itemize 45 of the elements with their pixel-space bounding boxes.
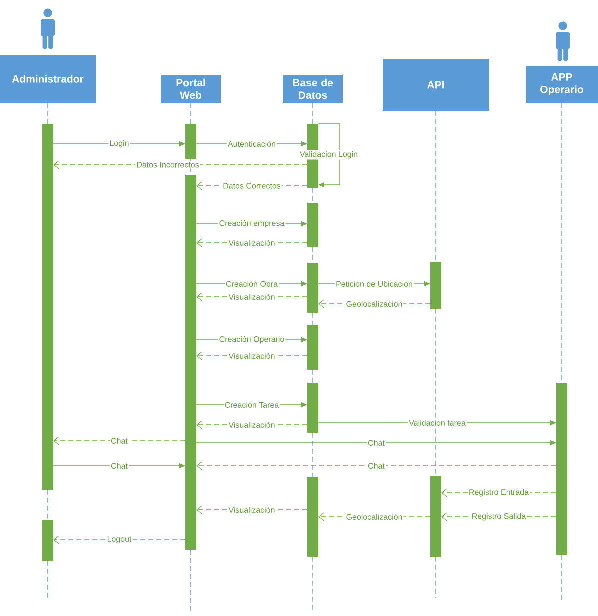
lifeline <box>312 432 314 478</box>
edge-label: Chat <box>367 462 386 470</box>
edge-label: Autenticación <box>226 140 278 148</box>
lifeline <box>312 312 314 326</box>
edge-label: Creación Tarea <box>224 401 280 409</box>
lifeline <box>312 370 314 384</box>
edge-label: Validacion tarea <box>408 419 467 427</box>
lifeline <box>190 102 192 124</box>
activation-bar <box>42 124 54 490</box>
edge-label: Chat <box>367 439 386 447</box>
participant-box: API <box>383 59 489 111</box>
participant-box: Administrador <box>0 55 96 103</box>
lifeline <box>190 550 192 612</box>
edge-label: Validacion Login <box>298 150 360 160</box>
message-arrow <box>54 436 186 446</box>
participant-box: Portal Web <box>161 75 221 103</box>
edge-label: Logout <box>106 535 133 545</box>
edge-label: Creación Operario <box>218 335 286 345</box>
edge-label: Visualización <box>228 352 276 360</box>
message-arrow <box>196 462 557 470</box>
participant-box: Base de Datos <box>283 75 343 103</box>
edge-label: Datos Incorrectos <box>136 161 200 169</box>
edge-label: Visualización <box>228 239 276 247</box>
edge-label: Geolocalización <box>345 300 404 308</box>
edge-label: Visualización <box>228 293 276 301</box>
edge-label: Visualización <box>228 506 276 514</box>
edge-label: Geolocalización <box>345 513 404 521</box>
edge-label: Chat <box>110 437 129 445</box>
activation-bar <box>308 477 318 557</box>
lifeline <box>312 102 314 124</box>
edge-label: Chat <box>110 462 129 470</box>
lifeline <box>312 556 314 612</box>
edge-label: Datos Correctos <box>222 182 282 190</box>
activation-bar <box>430 476 442 557</box>
participant-box: APP Operario <box>526 66 598 103</box>
edge-label: Registro Entrada <box>468 488 530 498</box>
self-message-arrow <box>318 124 340 188</box>
edge-label: Registro Salida <box>470 512 528 522</box>
edge-label: Login <box>108 139 130 149</box>
edge-label: Visualización <box>228 421 276 429</box>
lifeline <box>312 188 314 204</box>
activation-bar <box>42 520 54 561</box>
edge-label: Creación empresa <box>218 219 286 229</box>
edge-label: Peticion de Ubicación <box>335 280 414 288</box>
edge-label: Creación Obra <box>225 280 280 288</box>
